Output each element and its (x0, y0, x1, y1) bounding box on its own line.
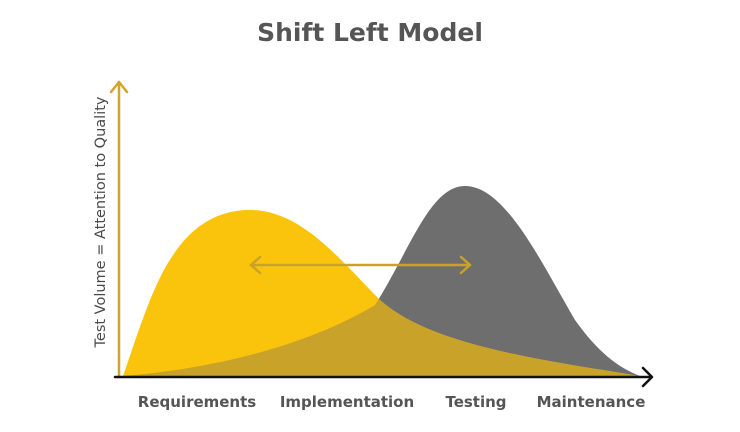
x-label-maintenance: Maintenance (536, 393, 646, 411)
gray-curve-area (123, 186, 640, 376)
y-axis-arrow-icon (109, 80, 129, 378)
x-label-implementation: Implementation (279, 393, 415, 411)
x-axis-arrow-icon (113, 366, 654, 388)
x-label-requirements: Requirements (137, 393, 257, 411)
yellow-curve-area (123, 209, 640, 376)
x-label-testing: Testing (445, 393, 507, 411)
y-axis-label: Test Volume = Attention to Quality (93, 96, 109, 348)
chart-title: Shift Left Model (257, 18, 483, 47)
shift-arrow-icon (249, 255, 472, 275)
